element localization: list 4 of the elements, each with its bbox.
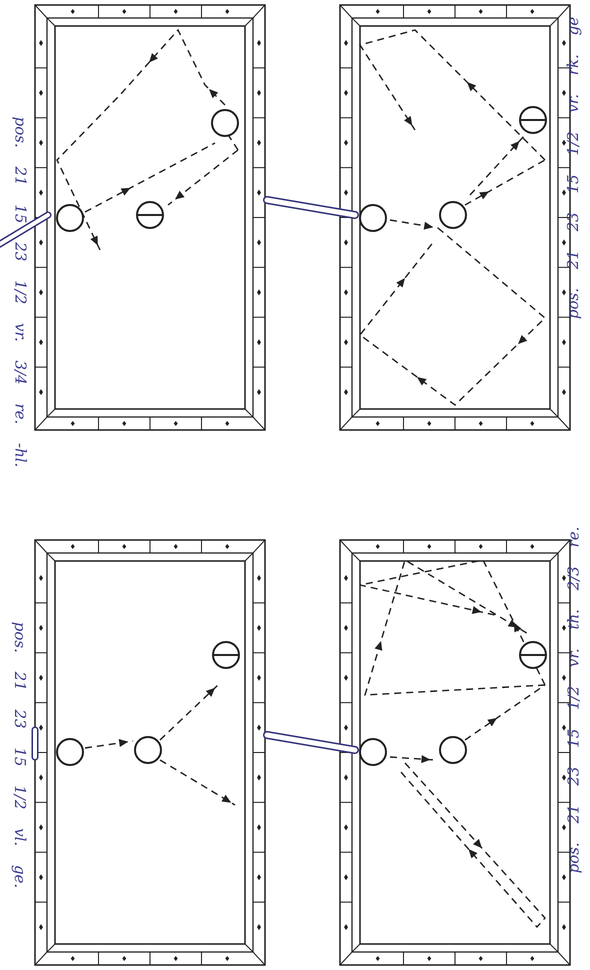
position-note: pos. 21 23 15 1/2 vl. ge. [11, 622, 30, 888]
position-note: pos. 21 15 23 1/2 vr. 3/4 re. -hl. [10, 116, 29, 468]
position-note: pos. 21 23 15 1/2 vr. rk. ge [564, 16, 582, 320]
position-note: pos. 21 23 15 1/2 vr. th. 2/3 re. [564, 526, 582, 874]
